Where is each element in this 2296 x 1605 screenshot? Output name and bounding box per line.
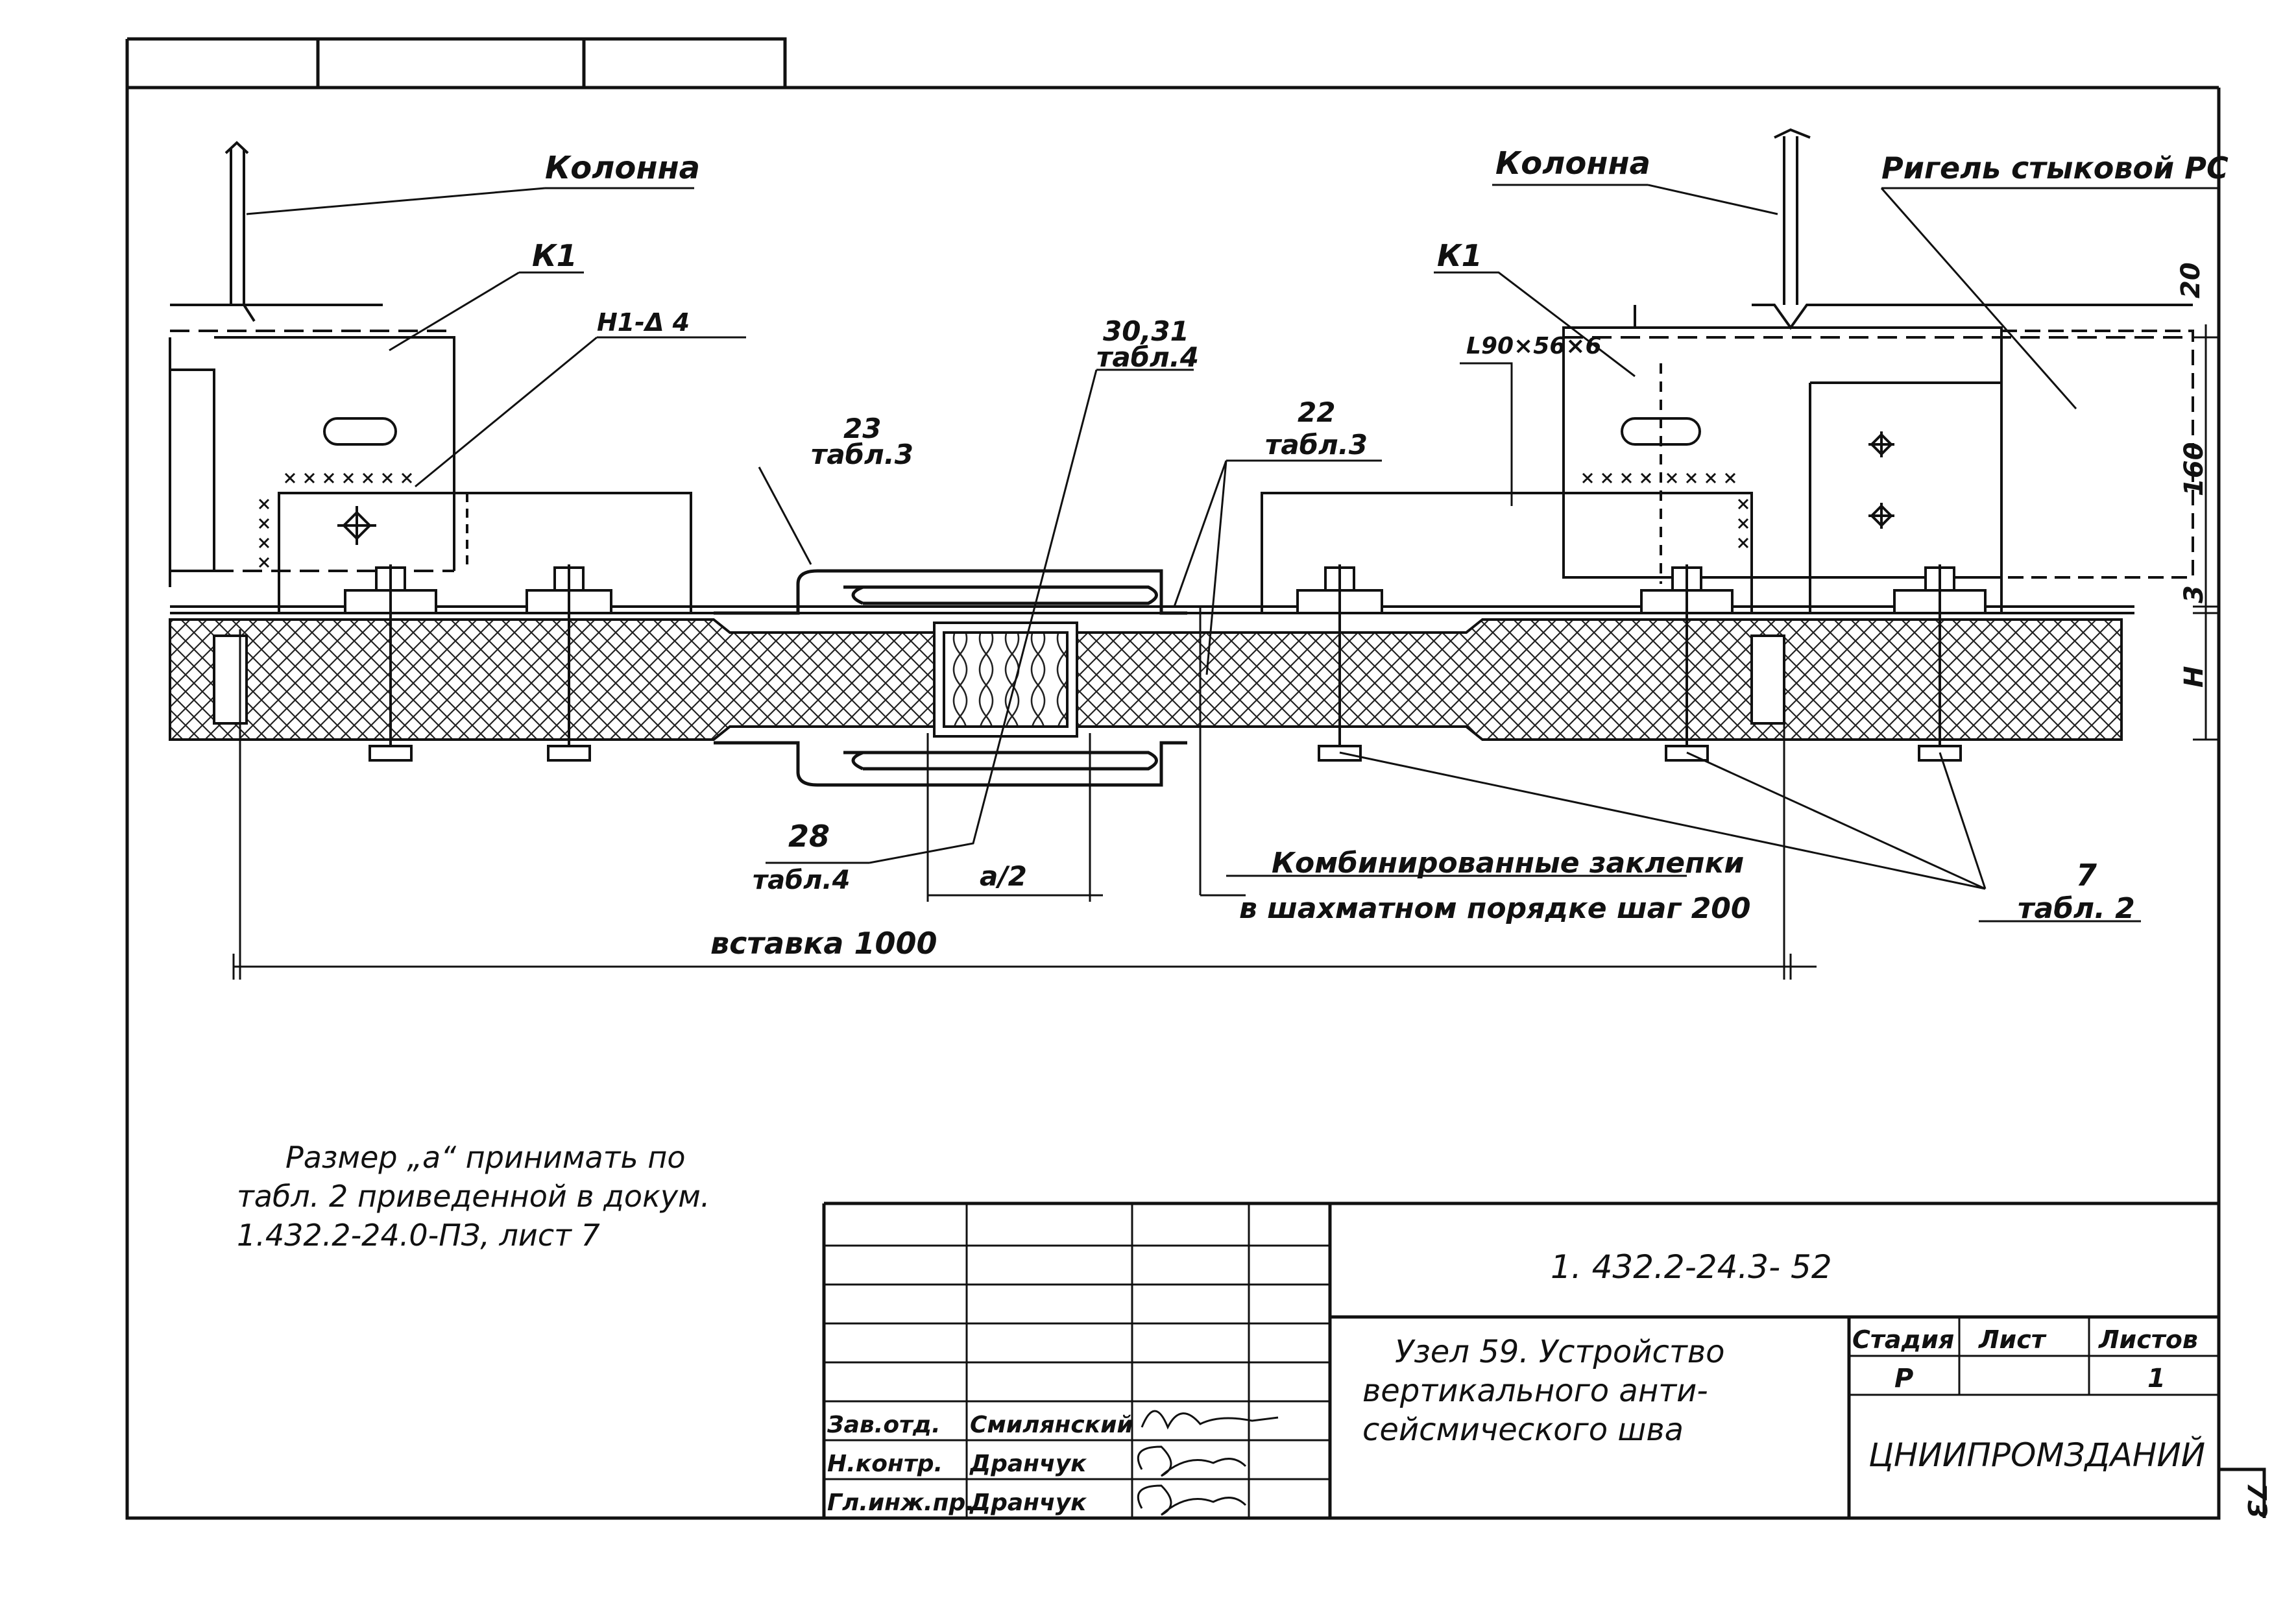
panel-skin [170,605,2134,614]
leaders [246,184,2219,923]
title-line-2: вертикального анти- [1362,1373,1708,1409]
role-0: Зав.отд. [827,1412,941,1438]
label-k1-right: К1 [1437,238,1482,273]
role-1: Н.контр. [827,1451,943,1477]
label-dim-h: Н [2179,666,2209,688]
label-angle: L90×56×6 [1466,333,1602,359]
label-item-23: 23 [843,413,881,444]
compensator [714,569,1187,787]
label-rivets-2: в шахматном порядке шаг 200 [1239,892,1751,925]
name-1: Дранчук [969,1451,1087,1477]
label-item-28-tab: табл.4 [753,865,850,895]
bolts [344,564,1987,762]
sheets-header: Листов [2098,1325,2198,1354]
label-dim-160: 160 [2179,442,2209,497]
label-kolonna-right: Колонна [1495,145,1650,182]
sheet-header: Лист [1978,1325,2047,1354]
note-line-2: табл. 2 приведенной в докум. [237,1179,710,1214]
label-insert: вставка 1000 [710,926,937,961]
bolt-3 [1296,564,1383,762]
label-kolonna-left: Колонна [545,150,700,186]
name-0: Смилянский [970,1412,1133,1438]
note: Размер „а“ принимать по табл. 2 приведен… [237,1140,710,1253]
label-item-23-tab: табл.3 [811,439,913,470]
signatures [1137,1410,1279,1516]
left-weld-marks [258,472,413,568]
label-item-28: 28 [788,819,830,854]
label-dim-a: а/2 [980,860,1027,892]
bolt-2 [526,564,612,762]
title-line-1: Узел 59. Устройство [1395,1334,1724,1370]
note-line-1: Размер „а“ принимать по [285,1140,685,1175]
label-item-22-tab: табл.3 [1265,429,1368,461]
label-item-22: 22 [1298,396,1335,428]
label-rivets-1: Комбинированные заклепки [1272,847,1744,880]
right-column [1261,128,2194,614]
bolt-5 [1893,564,1987,762]
stage-value: Р [1894,1364,1913,1394]
right-weld-marks [1582,472,1749,549]
labels: Колонна Колонна Ригель стыковой РС К1 К1… [532,145,2229,961]
label-k1-left: К1 [532,238,577,273]
label-item-7: 7 [2076,858,2097,893]
label-rigel: Ригель стыковой РС [1881,151,2229,186]
title-block [822,1201,2266,1518]
label-item-7-tab: табл. 2 [2018,892,2135,925]
label-weld: Н1-Δ 4 [597,308,690,337]
role-2: Гл.инж.пр. [827,1490,974,1516]
page-number: 73 [2242,1482,2271,1519]
note-line-3: 1.432.2-24.0-ПЗ, лист 7 [237,1218,600,1253]
frame [125,37,2221,1520]
label-item-30-31-tab: табл.4 [1096,341,1199,373]
organization: ЦНИИПРОМЗДАНИЙ [1868,1436,2205,1474]
title-block-text: 1. 432.2-24.3- 52 Узел 59. Устройство ве… [827,1248,2205,1516]
bolt-4 [1640,564,1734,762]
stage-header: Стадия [1852,1325,1954,1354]
sheets-value: 1 [2147,1364,2166,1394]
label-dim-20: 20 [2176,262,2206,298]
doc-code: 1. 432.2-24.3- 52 [1551,1248,1832,1286]
sandwich-panels [169,618,2123,741]
name-2: Дранчук [969,1490,1087,1516]
label-dim-3: 3 [2179,585,2209,603]
dimensions [232,324,2219,980]
bolt-1 [344,564,437,762]
left-column [169,141,692,614]
title-line-3: сейсмического шва [1362,1412,1684,1448]
label-item-30-31: 30,31 [1103,315,1189,347]
